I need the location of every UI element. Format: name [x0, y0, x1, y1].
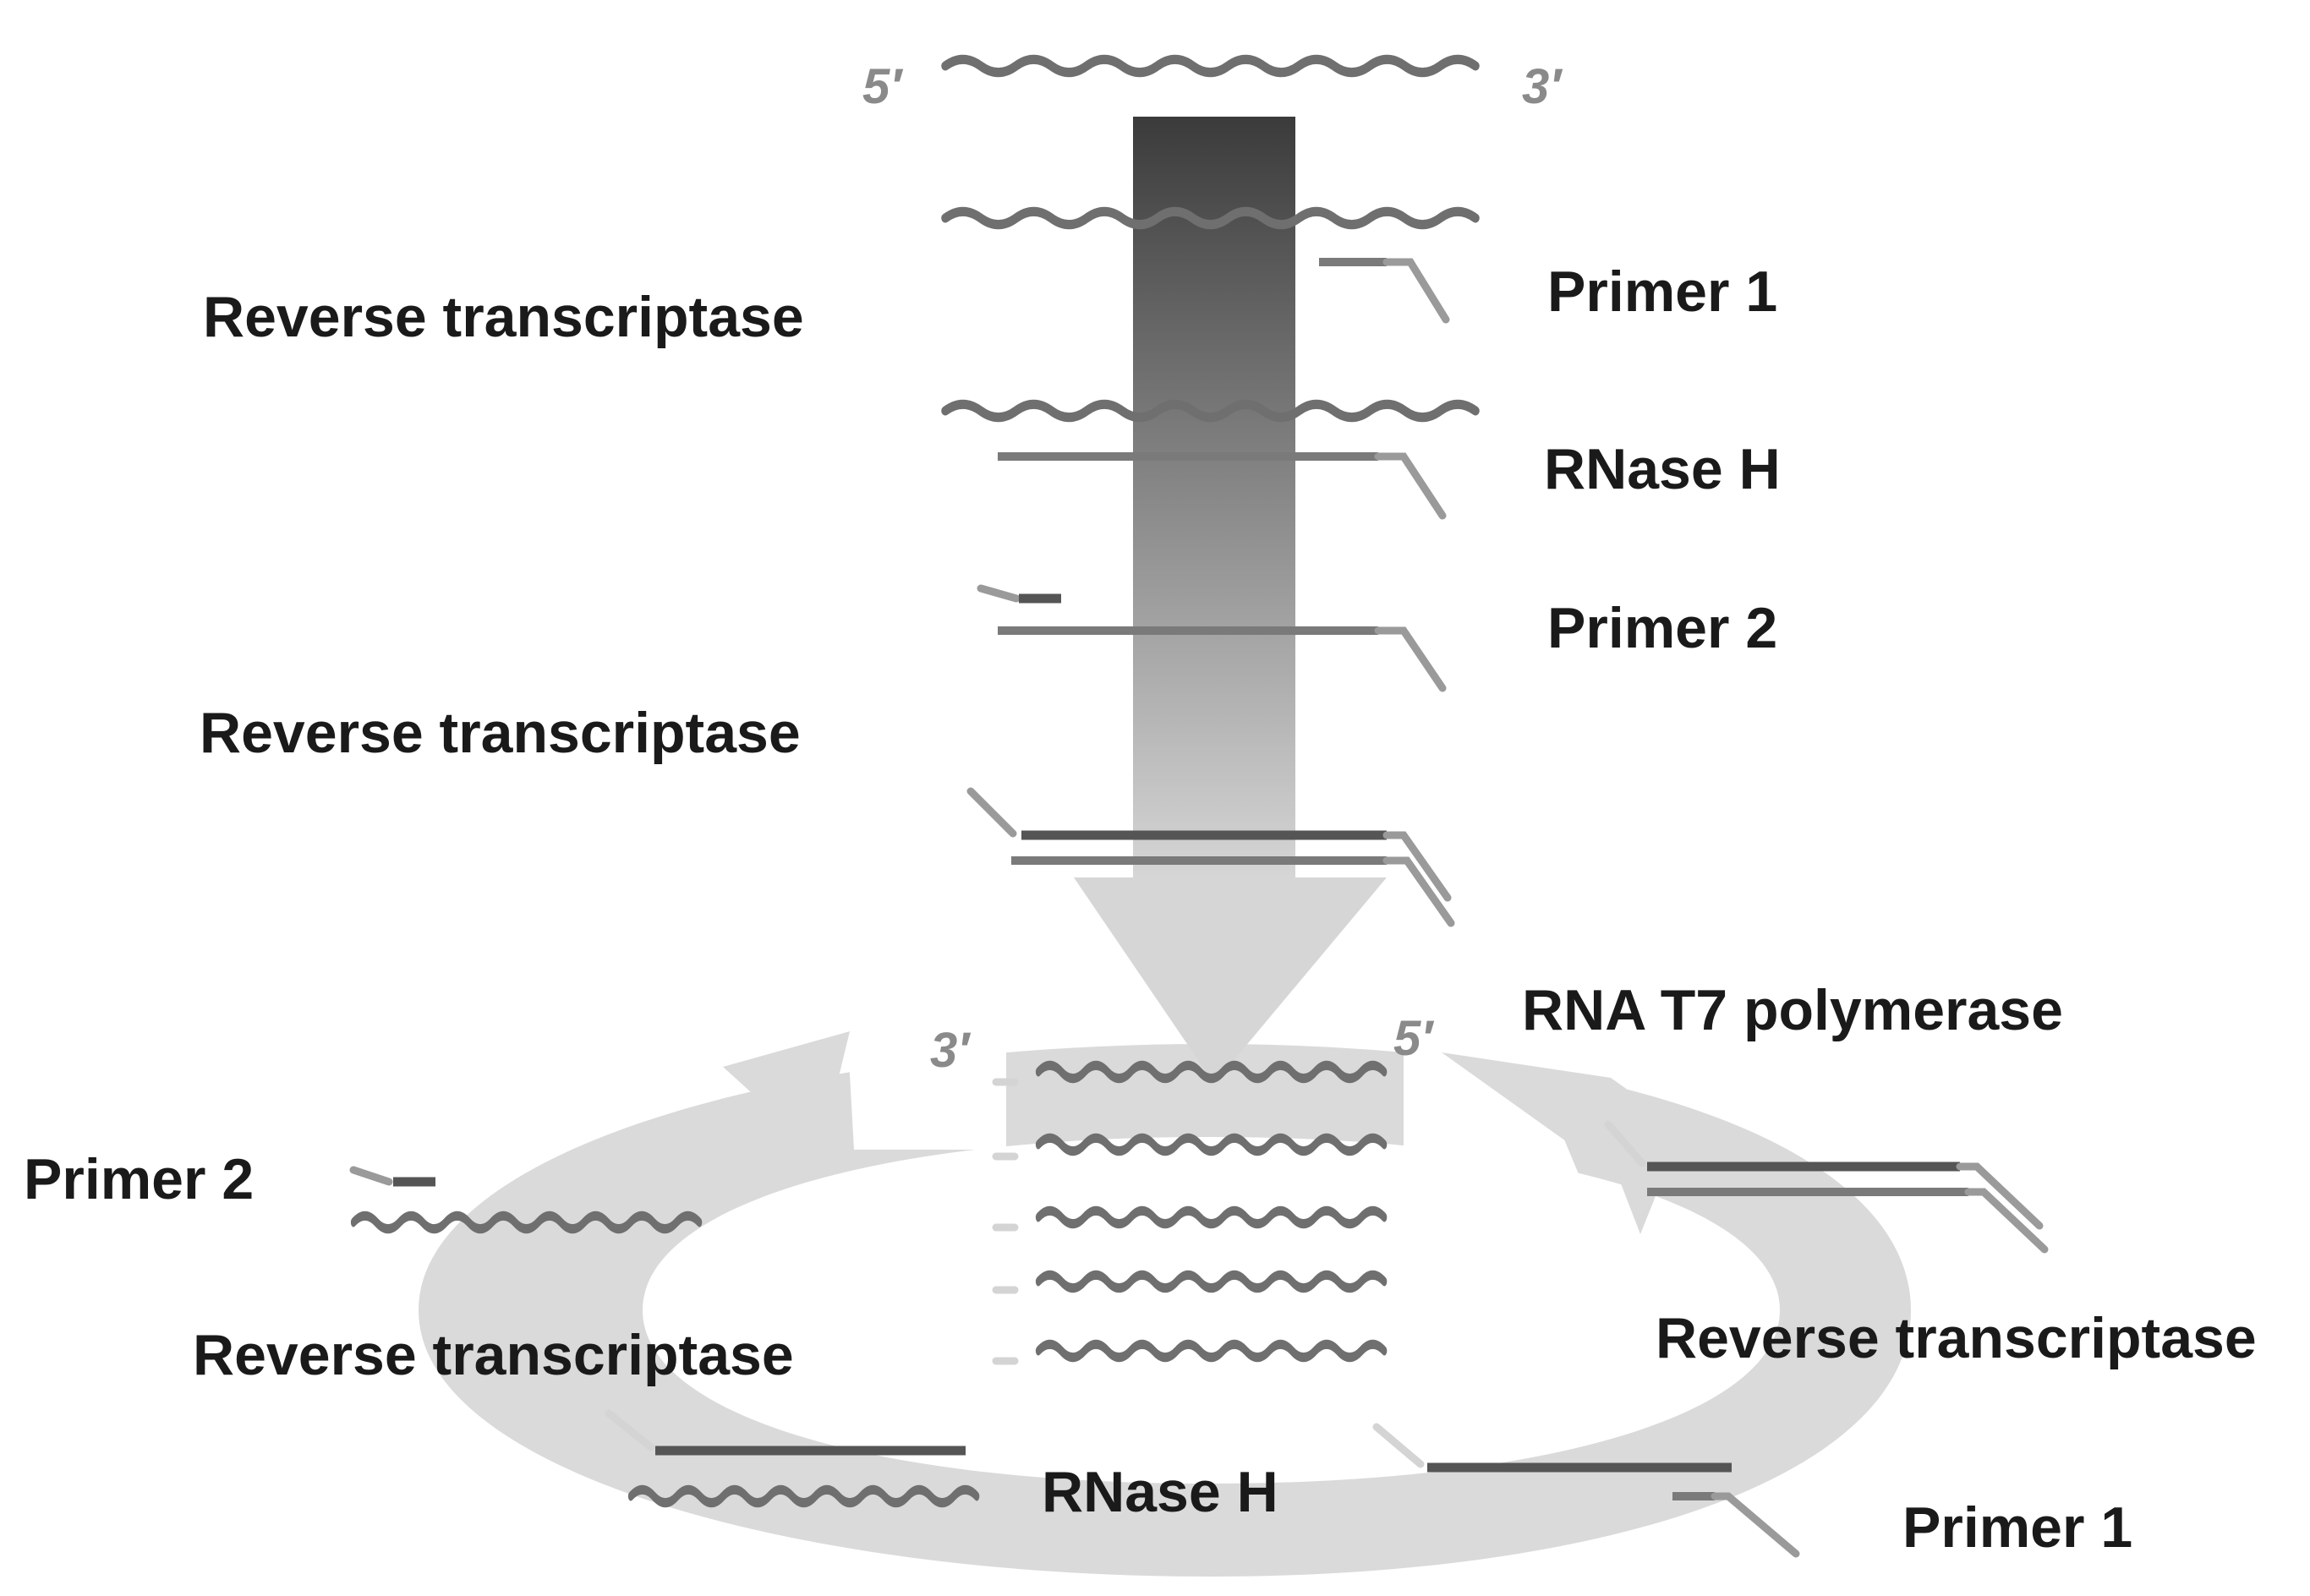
label-rna-t7-polymerase: RNA T7 polymerase: [1522, 978, 2063, 1042]
five-prime-label-cycle: 5′: [1393, 1011, 1434, 1066]
three-prime-label-cycle: 3′: [930, 1023, 971, 1078]
input-rna: [945, 59, 1475, 72]
cycle-bottom-left-hybrid: [605, 1409, 977, 1503]
cycle-arrowhead-right: [1442, 1052, 1683, 1234]
three-prime-label-top: 3′: [1522, 59, 1563, 114]
arrow-shaft: [1133, 117, 1295, 877]
step-primer2: [977, 584, 1447, 692]
label-primer2-top: Primer 2: [1547, 596, 1777, 660]
label-rnase-h-bottom: RNase H: [1042, 1460, 1278, 1524]
label-primer2-cycle: Primer 2: [24, 1147, 254, 1211]
cycle-bottom-right-primer1: [1372, 1423, 1800, 1558]
label-reverse-transcriptase-left: Reverse transcriptase: [193, 1323, 794, 1387]
arrow-head: [1074, 877, 1387, 1084]
label-rnase-h-top: RNase H: [1544, 437, 1781, 501]
amplified-rna-copies: [992, 1065, 1384, 1365]
label-reverse-transcriptase-2: Reverse transcriptase: [200, 701, 801, 765]
primer1-t7-tail: [1382, 258, 1450, 324]
label-reverse-transcriptase-right: Reverse transcriptase: [1656, 1306, 2257, 1370]
step-dsdna: [966, 787, 1455, 927]
amplification-cycle: [419, 998, 1911, 1577]
cycle-gap-right: [1404, 998, 1632, 1285]
step-hybrid: [945, 404, 1475, 520]
label-primer1-bottom: Primer 1: [1902, 1495, 2132, 1560]
central-arrow: [1074, 117, 1387, 1084]
cycle-gap-left: [846, 998, 1006, 1150]
five-prime-label-top: 5′: [862, 59, 903, 114]
cycle-arrowhead-left: [723, 1031, 850, 1171]
step-primer1: [945, 211, 1475, 324]
cycle-left-primer2: [353, 1166, 699, 1229]
label-reverse-transcriptase-1: Reverse transcriptase: [203, 285, 804, 349]
cycle-ring: [419, 1044, 1911, 1577]
cycle-right-dsdna: [1604, 1120, 2049, 1254]
label-primer1-top: Primer 1: [1547, 260, 1777, 324]
